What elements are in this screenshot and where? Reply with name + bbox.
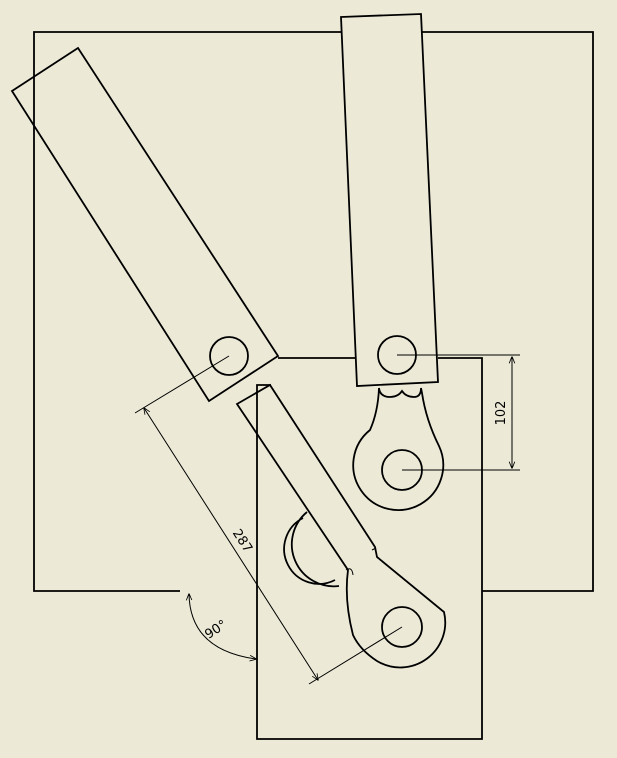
- lower-plate: [256, 357, 483, 740]
- crescent-slot: [283, 511, 340, 588]
- dimension-102-label: 102: [494, 401, 509, 426]
- short-link: [352, 387, 445, 511]
- angle-dimension: 90°: [189, 594, 256, 659]
- base-plate: [33, 31, 594, 592]
- slanted-arm: [10, 46, 280, 403]
- slanted-arm-pivot-hole: [209, 336, 249, 376]
- dimension-102: 102: [397, 354, 520, 471]
- dimension-287-label: 287: [229, 527, 255, 556]
- vertical-arm: [340, 13, 439, 387]
- long-link: [235, 383, 447, 669]
- long-link-lower-hole: [381, 606, 423, 648]
- link-tip-mark: [345, 547, 377, 576]
- dimension-287: 287: [134, 355, 403, 685]
